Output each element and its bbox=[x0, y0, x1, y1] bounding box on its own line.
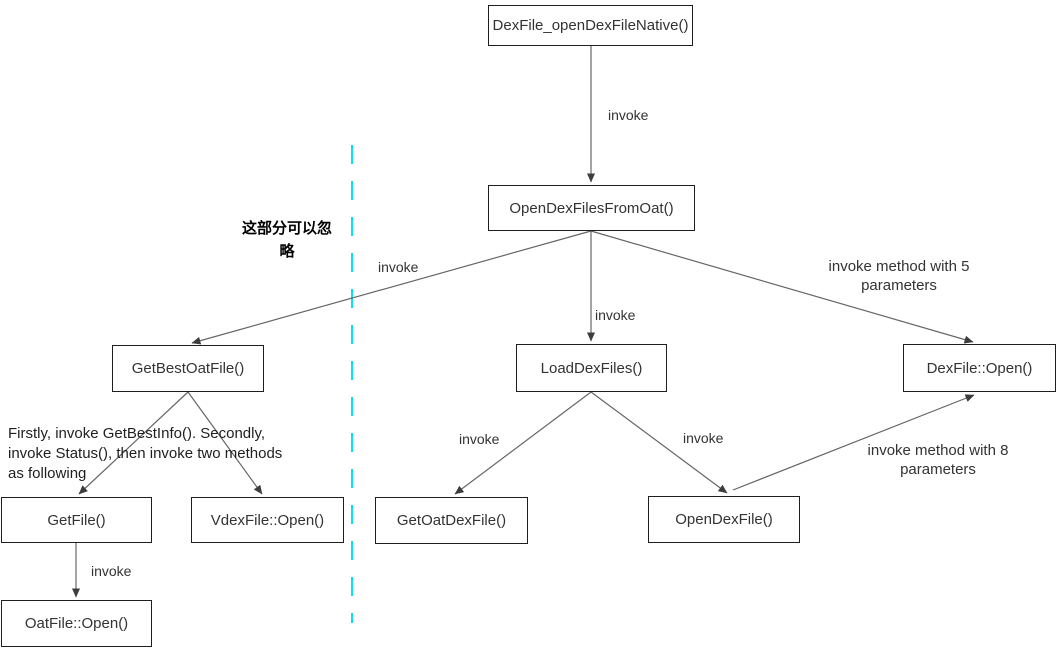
node-open-dex-files-from-oat: OpenDexFilesFromOat() bbox=[488, 185, 695, 231]
node-open-dex-file: OpenDexFile() bbox=[648, 496, 800, 543]
node-load-dex-files: LoadDexFiles() bbox=[516, 344, 667, 392]
method-note-line: as following bbox=[8, 465, 87, 482]
method-note: Firstly, invoke GetBestInfo(). Secondly,… bbox=[8, 424, 282, 484]
edge-label-left-invoke: invoke bbox=[378, 259, 419, 275]
node-get-file: GetFile() bbox=[1, 497, 152, 543]
edge-label-root-invoke: invoke bbox=[608, 107, 649, 123]
edge-label-mid-invoke: invoke bbox=[595, 307, 636, 323]
method-note-line: invoke Status(), then invoke two methods bbox=[8, 445, 283, 462]
node-get-best-oat-file: GetBestOatFile() bbox=[112, 345, 264, 392]
ignore-note: 这部分可以忽略 bbox=[241, 220, 332, 260]
edge-getbestoatfile-to-vdexfileopen bbox=[187, 391, 263, 495]
edge-label-five-params: invoke method with 5 parameters bbox=[828, 258, 970, 294]
edge-label-getfile-invoke: invoke bbox=[91, 563, 132, 579]
edge-loaddexfiles-to-opendexfile bbox=[590, 391, 728, 494]
node-dexfile-open: DexFile::Open() bbox=[903, 344, 1056, 392]
edge-opendexfilesfromoat-to-getbestoatfile bbox=[191, 230, 592, 345]
edge-opendexfilesfromoat-to-dexfileopen bbox=[590, 230, 974, 344]
node-get-oat-dex-file: GetOatDexFile() bbox=[375, 497, 528, 544]
edge-label-getoatdex-invoke: invoke bbox=[459, 431, 500, 447]
edge-opendexfile-to-dexfileopen bbox=[732, 394, 975, 491]
edge-label-eight-params: invoke method with 8 parameters bbox=[867, 442, 1009, 478]
edge-loaddexfiles-to-getoatdexfile bbox=[454, 391, 592, 495]
method-note-line: Firstly, invoke GetBestInfo(). Secondly, bbox=[8, 425, 266, 442]
edge-getbestoatfile-to-getfile bbox=[78, 391, 189, 495]
node-oatfile-open: OatFile::Open() bbox=[1, 600, 152, 647]
node-vdexfile-open: VdexFile::Open() bbox=[191, 497, 344, 543]
edge-label-opendex-invoke: invoke bbox=[683, 430, 724, 446]
node-dexfile-open-dex-file-native: DexFile_openDexFileNative() bbox=[488, 5, 693, 46]
